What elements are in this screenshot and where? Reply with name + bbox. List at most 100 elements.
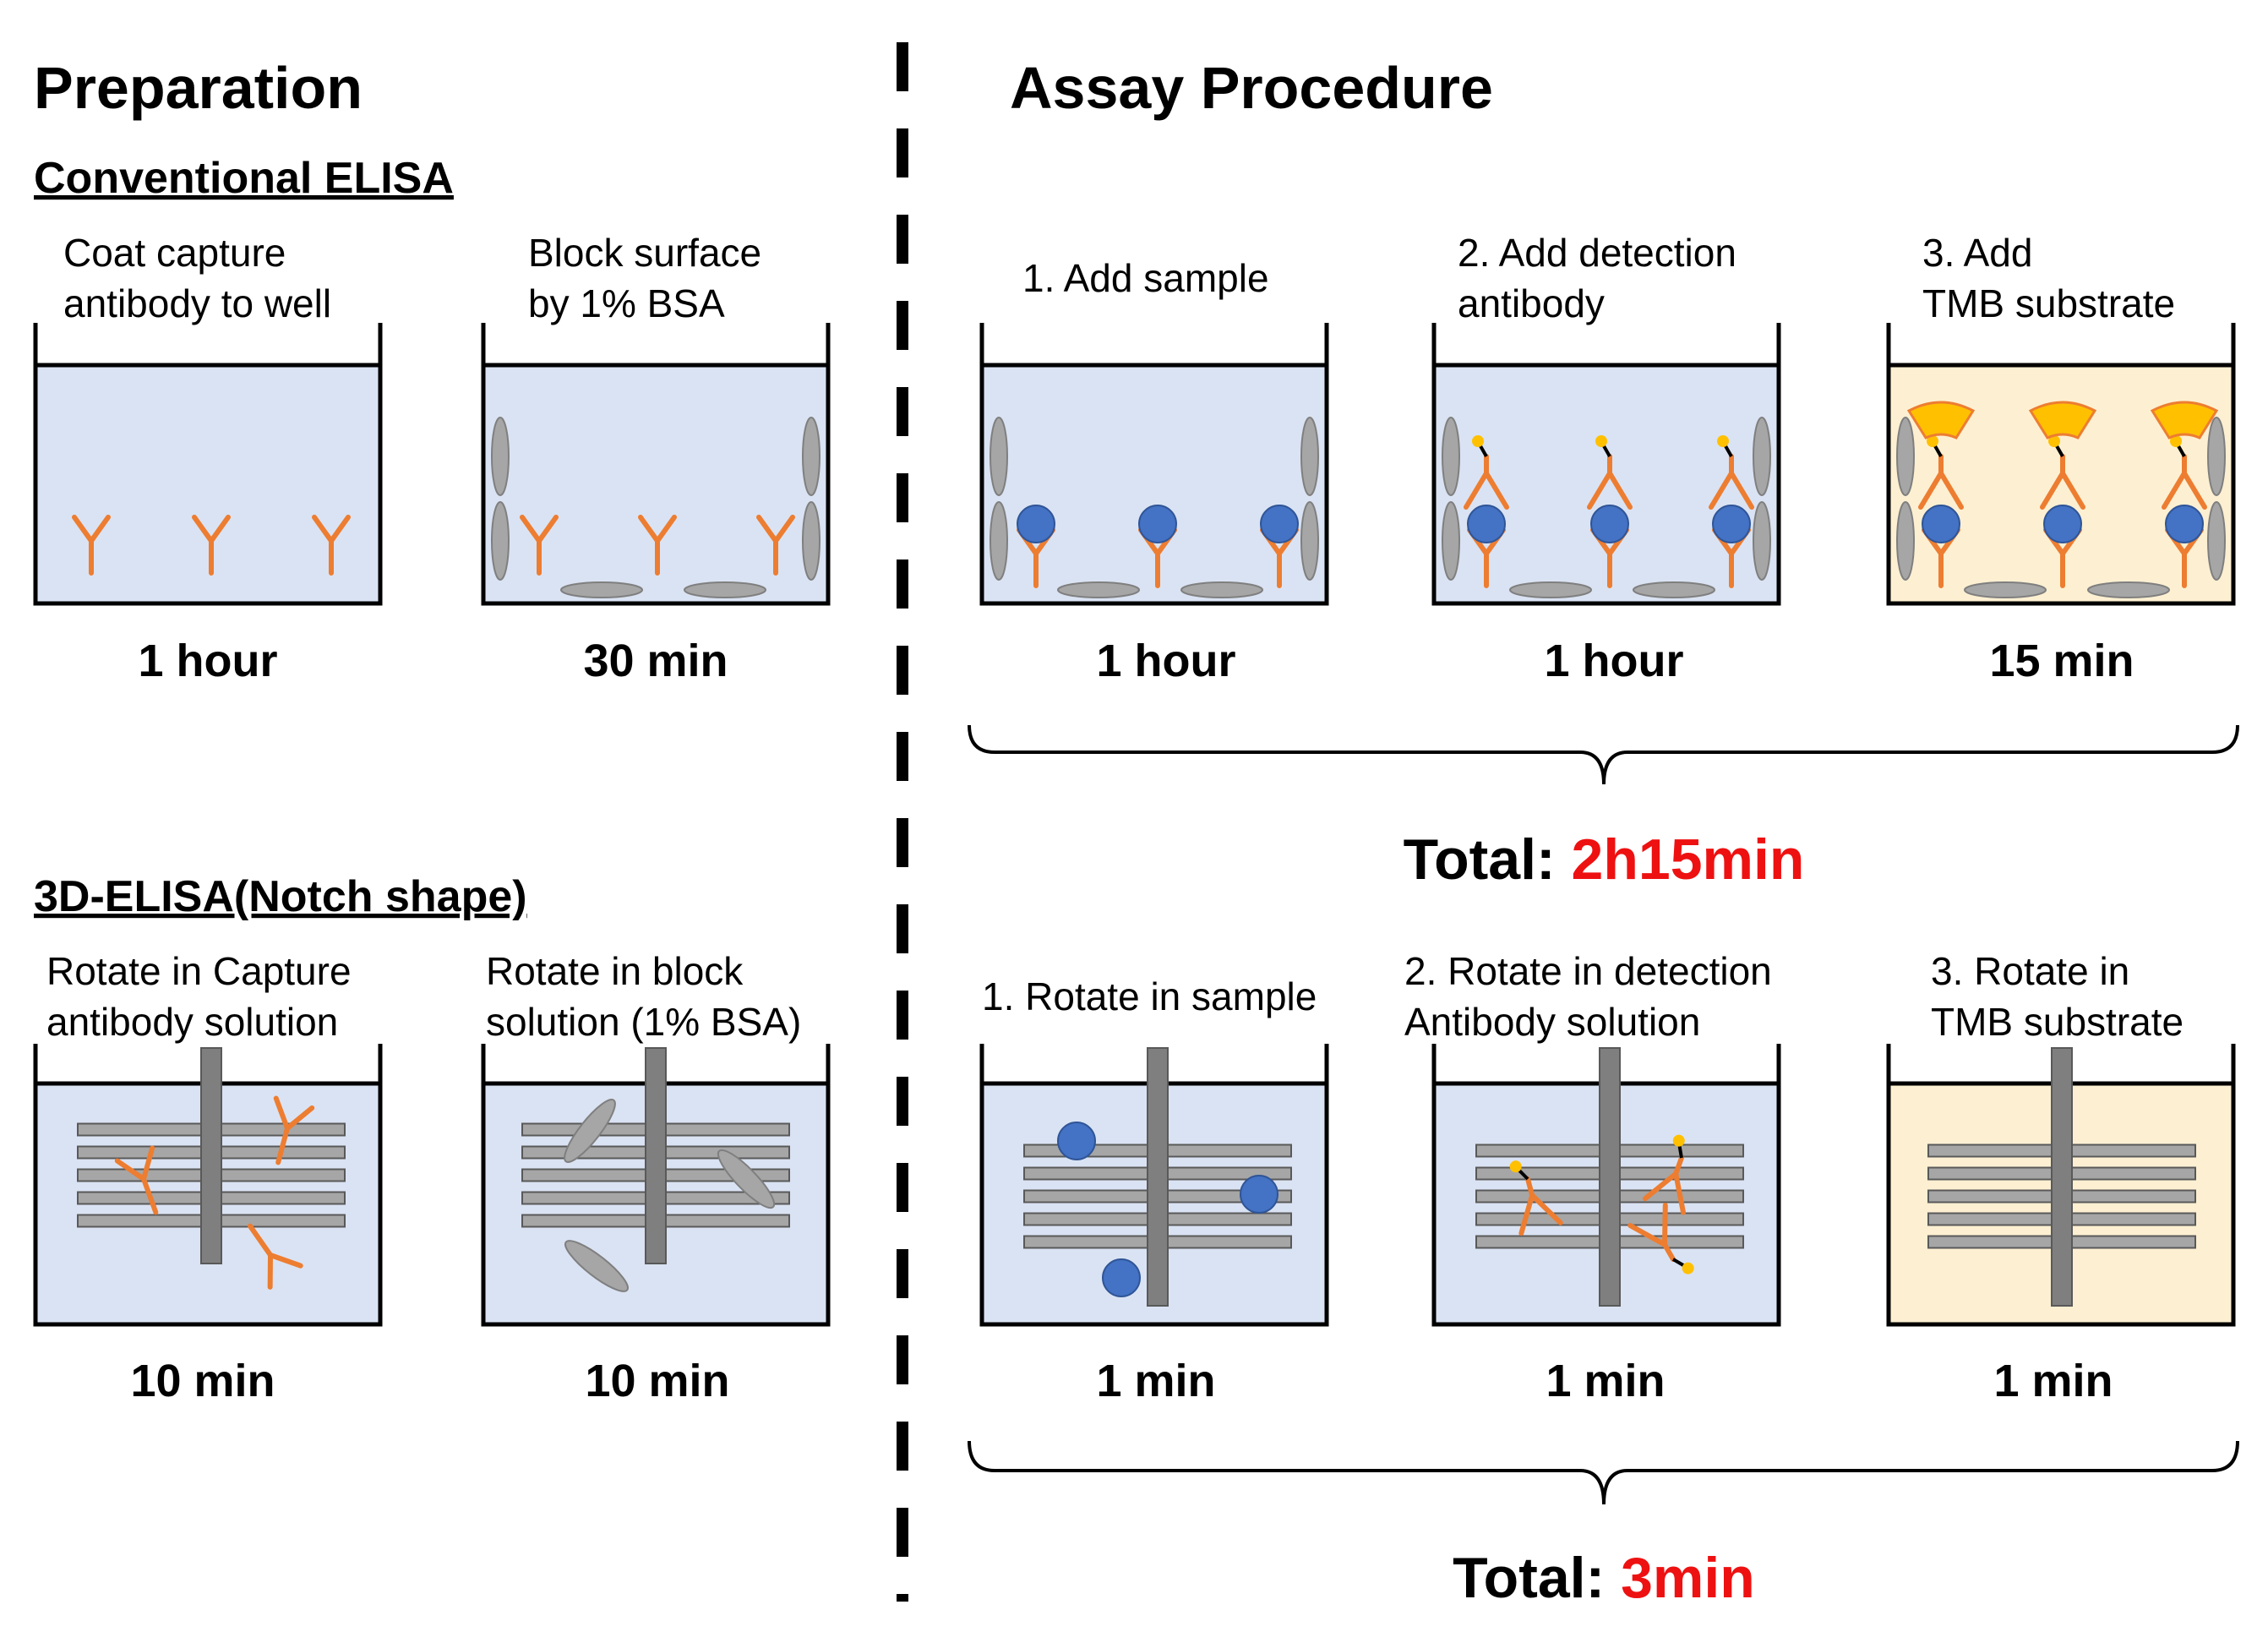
bsa-floor-icon bbox=[1633, 581, 1715, 598]
antigen-icon bbox=[2165, 505, 2204, 543]
antigen-icon bbox=[1138, 505, 1177, 543]
time-rotate-capture: 10 min bbox=[130, 1356, 275, 1406]
rotor-shaft-icon bbox=[200, 1047, 222, 1264]
bsa-wall-icon bbox=[1442, 417, 1460, 496]
detection-antibodies bbox=[1464, 435, 1754, 510]
time-block: 30 min bbox=[583, 636, 728, 686]
detection-antibody-icon bbox=[1587, 435, 1633, 510]
antigen-icon bbox=[1057, 1122, 1096, 1160]
enzyme-icon bbox=[2170, 435, 2182, 447]
free-bsa-icon bbox=[564, 1099, 616, 1163]
assay-procedure-heading: Assay Procedure bbox=[1010, 55, 1493, 121]
detection-antibodies bbox=[1918, 435, 2207, 510]
well-add-sample bbox=[979, 323, 1329, 606]
notch-rotor bbox=[1927, 1047, 2196, 1307]
free-bsa-icon bbox=[717, 1149, 776, 1209]
detection-antibody-icon bbox=[1627, 1203, 1694, 1274]
notch-rotor bbox=[1023, 1047, 1292, 1307]
bsa-floor-icon bbox=[1180, 581, 1263, 598]
well-rotate-sample bbox=[979, 1044, 1329, 1327]
antigen-icon bbox=[1102, 1258, 1141, 1297]
rotor-shaft-icon bbox=[2051, 1047, 2073, 1307]
bsa-wall-icon bbox=[2207, 417, 2226, 496]
detection-antibody-icon bbox=[2162, 435, 2207, 510]
antigen-icon bbox=[1260, 505, 1299, 543]
enzyme-icon bbox=[1595, 435, 1607, 447]
bsa-wall-icon bbox=[802, 417, 821, 496]
antigen-icon bbox=[2043, 505, 2082, 543]
notch-rotor bbox=[521, 1047, 790, 1264]
bsa-wall-icon bbox=[1442, 501, 1460, 581]
antigen-icon bbox=[1240, 1175, 1278, 1214]
conventional-elisa-heading: Conventional ELISA bbox=[34, 154, 454, 203]
bsa-floor-icon bbox=[1509, 581, 1592, 598]
well-label-rotate-tmb: 3. Rotate in TMB substrate bbox=[1931, 949, 2183, 1044]
bsa-wall-icon bbox=[2207, 501, 2226, 581]
time-rotate-tmb: 1 min bbox=[1993, 1356, 2113, 1406]
well-rotate-capture bbox=[33, 1044, 383, 1327]
conventional-total: Total: 2h15min bbox=[1404, 827, 1805, 892]
antigen-icon bbox=[1922, 505, 1960, 543]
time-rotate-block: 10 min bbox=[585, 1356, 729, 1406]
well-label-rotate-detection: 2. Rotate in detection Antibody solution bbox=[1404, 949, 1783, 1044]
bsa-wall-icon bbox=[491, 417, 510, 496]
time-coat: 1 hour bbox=[138, 636, 277, 686]
well-label-rotate-capture: Rotate in Capture antibody solution bbox=[46, 949, 362, 1044]
detection-antibody-icon bbox=[2040, 435, 2085, 510]
capture-antibody-icon bbox=[72, 515, 111, 576]
well-rotate-tmb bbox=[1886, 1044, 2236, 1327]
enzyme-icon bbox=[1927, 435, 1938, 447]
preparation-heading: Preparation bbox=[34, 55, 363, 121]
antigen-icon bbox=[1467, 505, 1506, 543]
detection-antibody-icon bbox=[1464, 435, 1509, 510]
capture-antibody-icon bbox=[520, 515, 559, 576]
bsa-wall-icon bbox=[1896, 501, 1915, 581]
well-label-rotate-sample: 1. Rotate in sample bbox=[982, 974, 1317, 1018]
bsa-floor-icon bbox=[684, 581, 766, 598]
free-detection-antibodies bbox=[1509, 1134, 1694, 1274]
well-block bbox=[481, 323, 831, 606]
rotor-shaft-icon bbox=[1599, 1047, 1621, 1307]
threed-elisa-heading: 3D-ELISA(Notch shape) bbox=[34, 872, 527, 921]
well-rotate-block bbox=[481, 1044, 831, 1327]
antigen-icon bbox=[1017, 505, 1055, 543]
antigens bbox=[1017, 505, 1299, 543]
detection-antibody-icon bbox=[1918, 435, 1964, 510]
bsa-floor-icon bbox=[1057, 581, 1140, 598]
well-label-add-detection: 2. Add detection antibody bbox=[1458, 231, 1747, 325]
detection-antibody-icon bbox=[1509, 1160, 1563, 1236]
free-bsa bbox=[564, 1099, 776, 1292]
conventional-bracket bbox=[968, 724, 2239, 785]
capture-antibody-icon bbox=[638, 515, 677, 576]
well-label-block: Block surface by 1% BSA bbox=[528, 231, 772, 325]
bsa-wall-icon bbox=[1300, 417, 1319, 496]
bsa-wall-icon bbox=[1753, 417, 1771, 496]
antigens bbox=[1922, 505, 2204, 543]
well-label-add-tmb: 3. Add TMB substrate bbox=[1922, 231, 2175, 325]
bsa-floor-icon bbox=[560, 581, 643, 598]
bsa-wall-icon bbox=[990, 417, 1008, 496]
time-add-detection: 1 hour bbox=[1544, 636, 1683, 686]
bsa-blockers bbox=[491, 417, 821, 598]
well-rotate-detection bbox=[1431, 1044, 1781, 1327]
time-add-tmb: 15 min bbox=[1989, 636, 2134, 686]
enzyme-icon bbox=[1672, 1134, 1685, 1147]
bsa-floor-icon bbox=[2087, 581, 2170, 598]
free-antibody-icon bbox=[248, 1223, 303, 1290]
signal-icon bbox=[1906, 401, 1976, 439]
bsa-wall-icon bbox=[990, 501, 1008, 581]
free-antibody-icon bbox=[114, 1145, 159, 1215]
well-coat bbox=[33, 323, 383, 606]
notch-rotor bbox=[1475, 1047, 1744, 1307]
bsa-wall-icon bbox=[1896, 417, 1915, 496]
well-label-rotate-block: Rotate in block solution (1% BSA) bbox=[486, 949, 801, 1044]
capture-antibodies bbox=[520, 515, 795, 576]
bsa-wall-icon bbox=[802, 501, 821, 581]
enzyme-icon bbox=[1472, 435, 1484, 447]
well-add-tmb bbox=[1886, 323, 2236, 606]
bsa-wall-icon bbox=[1300, 501, 1319, 581]
well-label-add-sample: 1. Add sample bbox=[1022, 256, 1269, 300]
time-add-sample: 1 hour bbox=[1096, 636, 1235, 686]
capture-antibody-icon bbox=[756, 515, 795, 576]
